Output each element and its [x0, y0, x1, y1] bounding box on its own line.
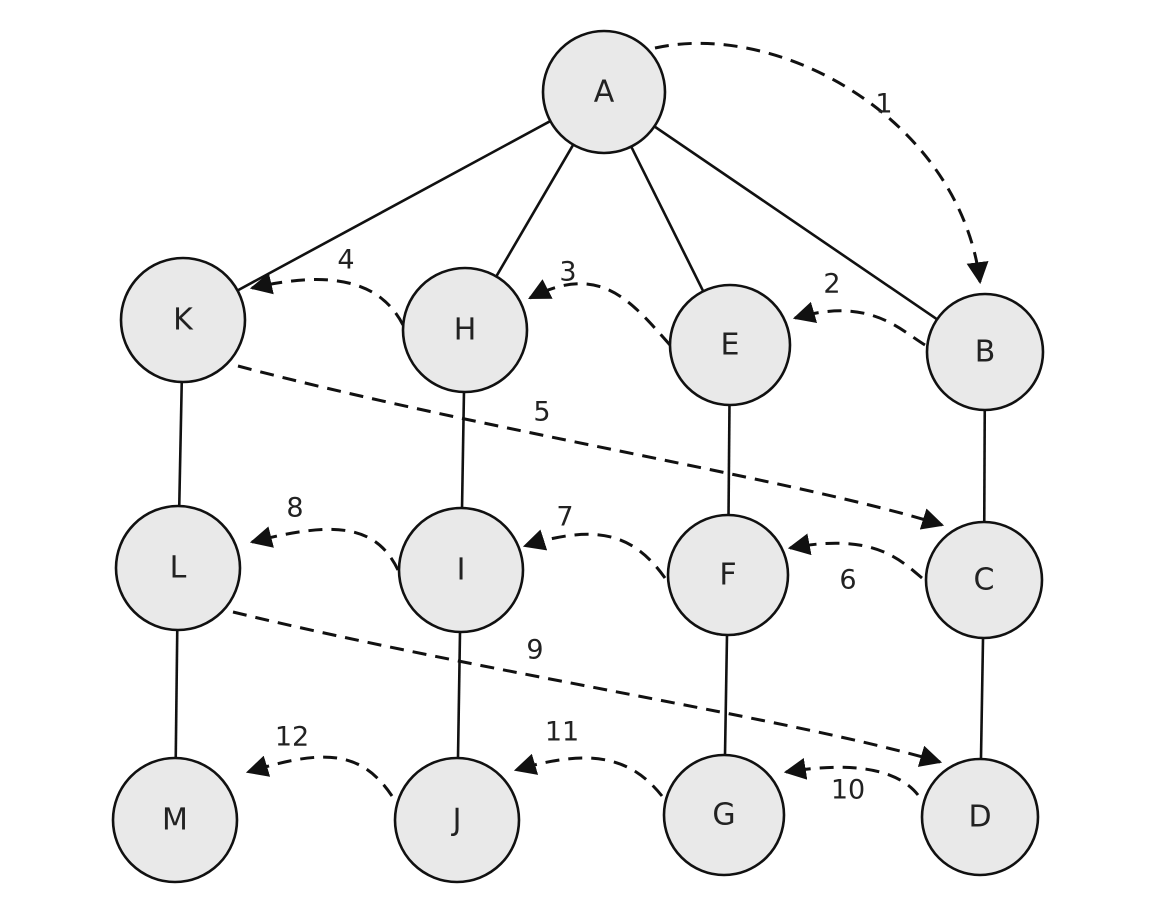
traversal-arrow-11: [513, 753, 664, 797]
node-c: C: [924, 520, 1044, 640]
edge-i-j: [456, 631, 462, 759]
node-circle-m: [111, 756, 239, 884]
edge-a-h: [495, 144, 575, 278]
step-label-4: 4: [337, 245, 354, 276]
edge-h-i: [460, 391, 466, 509]
node-l: L: [114, 504, 242, 632]
edge-a-k: [236, 119, 551, 292]
node-d: D: [920, 757, 1040, 877]
node-e: E: [668, 283, 792, 407]
node-label-b: B: [975, 335, 996, 370]
step-label-8: 8: [286, 493, 303, 524]
node-label-j: J: [451, 803, 462, 838]
traversal-arrow-3: [528, 279, 672, 346]
edge-a-b: [653, 125, 938, 321]
node-circle-e: [668, 283, 792, 407]
node-b: B: [925, 292, 1045, 412]
node-label-m: M: [162, 803, 188, 838]
step-label-11: 11: [545, 717, 579, 748]
node-label-i: I: [457, 553, 466, 588]
traversal-arrow-12: [245, 755, 394, 797]
step-label-5: 5: [533, 397, 550, 428]
node-circle-a: [541, 29, 667, 155]
node-f: F: [666, 513, 790, 637]
node-circle-h: [401, 266, 529, 394]
edge-l-m: [174, 629, 179, 759]
step-label-9: 9: [526, 635, 543, 666]
traversal-arrow-2: [792, 301, 926, 347]
traversal-arrow-10: [783, 757, 920, 796]
traversal-arrow-8: [249, 526, 400, 571]
node-circle-f: [666, 513, 790, 637]
edge-f-g: [723, 634, 729, 756]
node-circle-j: [393, 756, 521, 884]
node-label-e: E: [721, 328, 740, 363]
step-label-10: 10: [831, 775, 865, 806]
node-label-h: H: [454, 313, 477, 348]
node-label-a: A: [594, 75, 615, 110]
traversal-arrow-5: [237, 364, 945, 530]
node-label-g: G: [712, 798, 735, 833]
node-circle-d: [920, 757, 1040, 877]
node-label-c: C: [974, 563, 995, 598]
step-label-7: 7: [556, 502, 573, 533]
traversal-arrows: [232, 41, 989, 797]
traversal-arrow-6: [787, 533, 923, 580]
step-label-1: 1: [875, 89, 892, 120]
edge-k-l: [177, 381, 184, 507]
node-circle-k: [119, 256, 247, 384]
node-circle-c: [924, 520, 1044, 640]
traversal-arrow-4: [249, 272, 405, 326]
traversal-arrow-1: [654, 41, 989, 285]
node-h: H: [401, 266, 529, 394]
node-m: M: [111, 756, 239, 884]
node-g: G: [662, 753, 786, 877]
node-circle-g: [662, 753, 786, 877]
edge-a-e: [630, 146, 705, 292]
edge-e-f: [727, 404, 731, 516]
step-label-6: 6: [839, 565, 856, 596]
node-circle-i: [397, 506, 525, 634]
tree-edges: [174, 119, 987, 760]
graph-nodes: A K H E B L I F C M J G D: [111, 29, 1045, 884]
node-label-d: D: [968, 800, 991, 835]
step-label-2: 2: [823, 269, 840, 300]
traversal-arrow-9: [232, 610, 943, 767]
node-label-k: K: [173, 303, 194, 338]
step-label-3: 3: [559, 257, 576, 288]
node-a: A: [541, 29, 667, 155]
node-label-l: L: [170, 551, 187, 586]
step-label-12: 12: [275, 722, 309, 753]
node-circle-l: [114, 504, 242, 632]
node-i: I: [397, 506, 525, 634]
traversal-arrow-7: [522, 529, 667, 579]
edge-c-d: [979, 637, 985, 760]
node-label-f: F: [719, 558, 736, 593]
node-j: J: [393, 756, 521, 884]
node-circle-b: [925, 292, 1045, 412]
node-k: K: [119, 256, 247, 384]
